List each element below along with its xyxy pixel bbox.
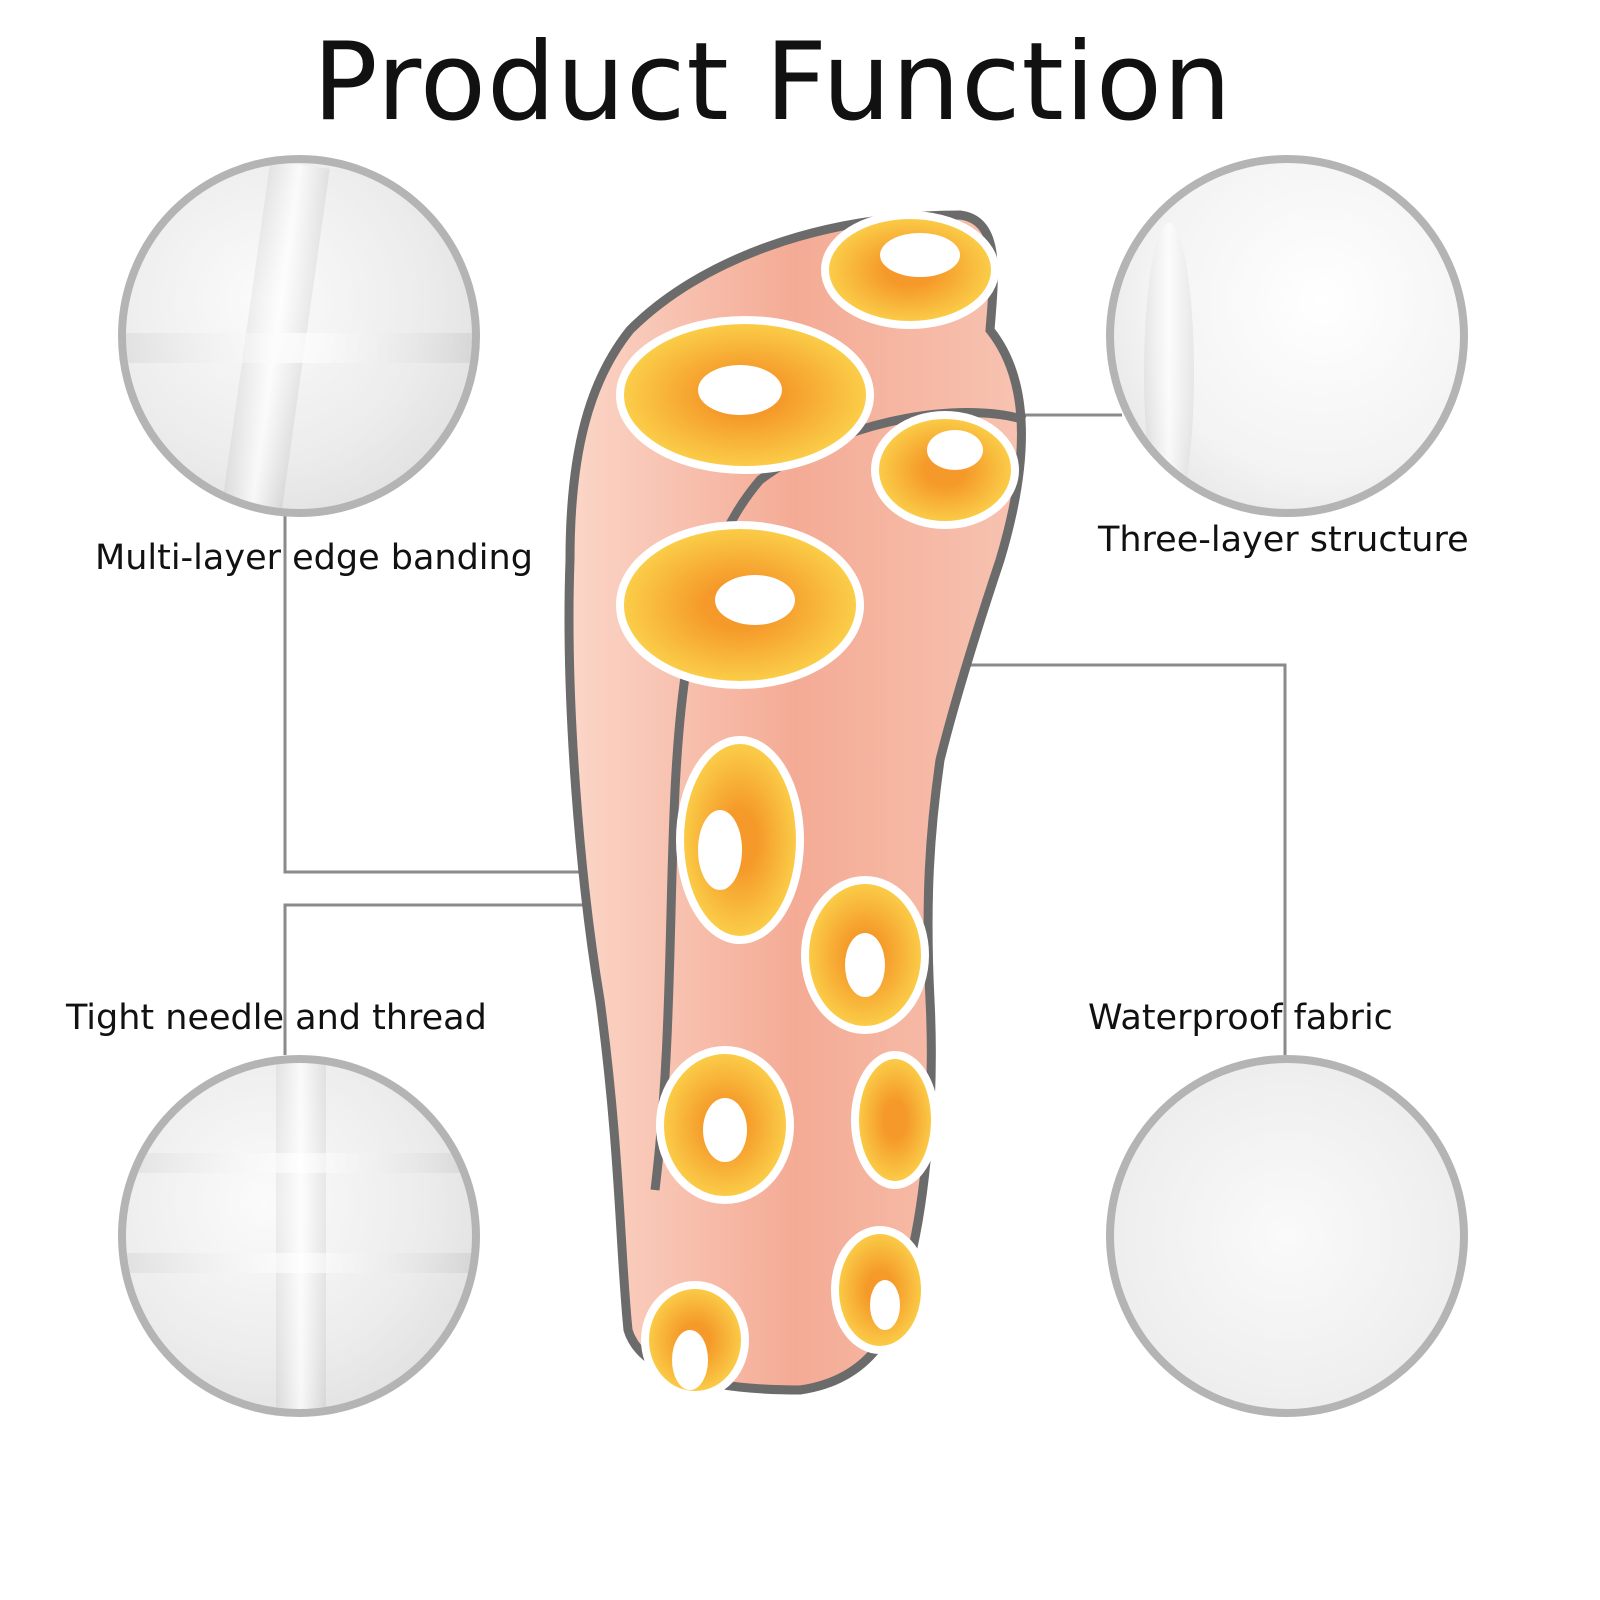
detail-circle-edge-banding xyxy=(118,155,480,517)
feature-label-needle-thread: Tight needle and thread xyxy=(66,998,487,1038)
detail-circle-three-layer xyxy=(1106,155,1468,517)
page-title: Product Function xyxy=(312,20,1233,145)
feature-label-waterproof: Waterproof fabric xyxy=(1088,998,1393,1038)
detail-circle-waterproof xyxy=(1106,1055,1468,1417)
detail-circle-needle-thread xyxy=(118,1055,480,1417)
feature-label-edge-banding: Multi-layer edge banding xyxy=(95,538,533,578)
feature-label-three-layer: Three-layer structure xyxy=(1098,520,1469,560)
